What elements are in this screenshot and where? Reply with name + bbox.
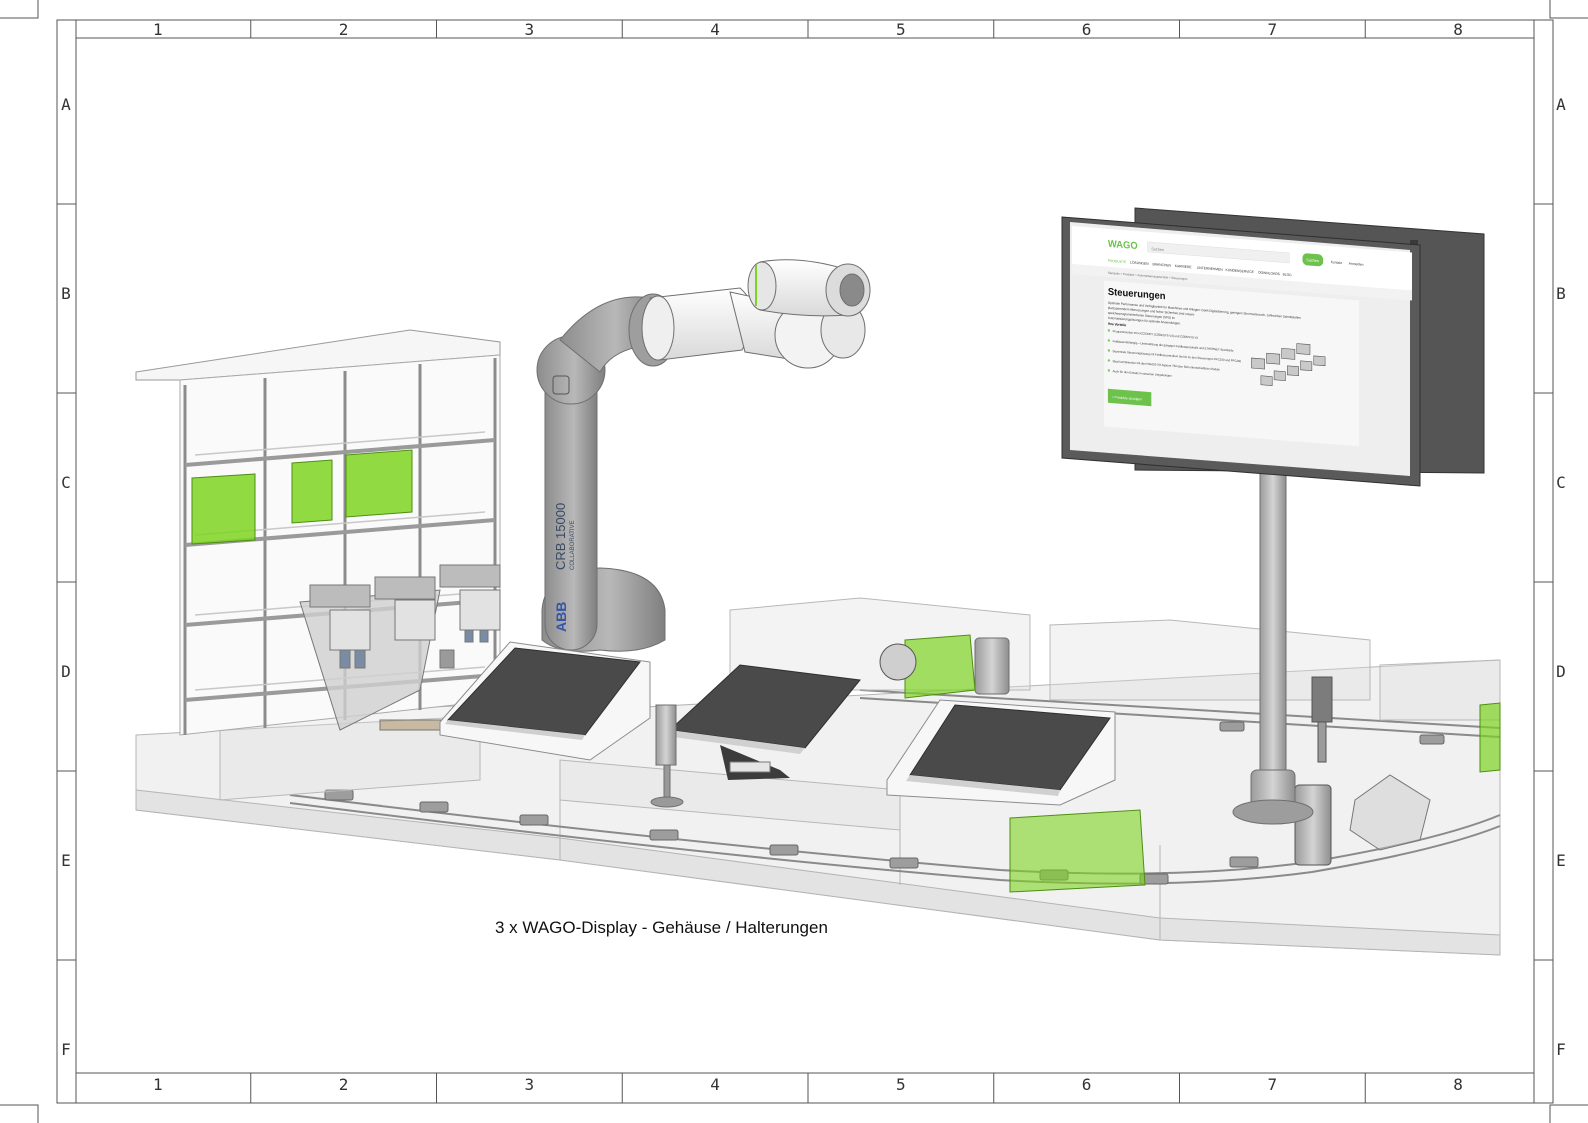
row-label-left-A: A: [61, 95, 71, 114]
nav-item: BRANCHEN: [1152, 262, 1171, 268]
column-label-top-1: 1: [153, 20, 163, 39]
row-label-left-B: B: [61, 284, 71, 303]
robot-subtitle-text: COLLABORATIVE: [570, 520, 576, 570]
drawing-caption: 3 x WAGO-Display - Gehäuse / Halterungen: [495, 918, 828, 937]
controller-product-image: [1251, 343, 1326, 386]
advantages-title: Ihre Vorteile: [1108, 322, 1126, 328]
gripper-station: [299, 564, 501, 731]
row-label-right-B: B: [1556, 284, 1566, 303]
search-button: Suchen: [1306, 257, 1319, 263]
nav-item: KARRIERE: [1175, 264, 1193, 269]
column-label-top-5: 5: [896, 20, 906, 39]
search-field: Suchen: [1151, 246, 1164, 252]
abb-logo: ABB: [553, 602, 569, 632]
row-label-right-F: F: [1556, 1040, 1566, 1059]
contact-link: Kontakt: [1331, 260, 1342, 265]
column-label-bottom-7: 7: [1268, 1075, 1278, 1094]
nav-item: UNTERNEHMEN: [1197, 266, 1223, 272]
row-dividers: [57, 203, 1553, 961]
green-storage-bins: [191, 449, 413, 545]
nav-item: LÖSUNGEN: [1130, 260, 1149, 266]
robot-arm-labels: CRB 15000 COLLABORATIVE: [553, 503, 576, 570]
column-label-top-4: 4: [710, 20, 720, 39]
column-label-top-7: 7: [1268, 20, 1278, 39]
bullet-marker: [1107, 329, 1110, 332]
row-label-right-C: C: [1556, 473, 1566, 492]
row-label-right-D: D: [1556, 662, 1566, 681]
row-label-left-F: F: [61, 1040, 71, 1059]
bullet-marker: [1107, 349, 1110, 352]
column-label-top-2: 2: [339, 20, 349, 39]
column-dividers: [250, 20, 1366, 1103]
nav-item: PRODUKTE: [1108, 259, 1127, 265]
monitor-website: WAGO Suchen Suchen Kontakt Anmelden PROD…: [1072, 226, 1412, 447]
breadcrumb: Startseite > Produkte > Automatisierungs…: [1108, 271, 1188, 281]
column-label-bottom-8: 8: [1453, 1075, 1463, 1094]
row-label-right-A: A: [1556, 95, 1566, 114]
wago-logo: WAGO: [1108, 239, 1138, 253]
nav-item: BLOG: [1283, 272, 1292, 277]
display-panel-1: [439, 641, 651, 761]
robot-arm: [536, 259, 871, 652]
row-label-left-E: E: [61, 851, 71, 870]
advantage-item: Programmierbar mit e!COCKPIT (CODESYS V3…: [1113, 329, 1199, 340]
row-label-left-D: D: [61, 662, 71, 681]
robot-model-text: CRB 15000: [553, 503, 568, 570]
row-label-left-C: C: [61, 473, 71, 492]
column-label-bottom-2: 2: [339, 1075, 349, 1094]
bullet-marker: [1107, 339, 1110, 342]
bullet-marker: [1107, 359, 1110, 362]
shelving-rack: [135, 329, 501, 736]
display-panel-3: [886, 699, 1116, 806]
column-label-top-6: 6: [1082, 20, 1092, 39]
column-label-bottom-3: 3: [525, 1075, 535, 1094]
page-heading: Steuerungen: [1108, 287, 1166, 303]
green-workpiece-carrier: [879, 634, 1501, 893]
advantage-item: Auch für den Einsatz in extremen Umgebun…: [1113, 369, 1173, 378]
column-label-bottom-1: 1: [153, 1075, 163, 1094]
login-link: Anmelden: [1349, 262, 1364, 267]
row-label-right-E: E: [1556, 851, 1566, 870]
cta-button: > Produkte anzeigen: [1112, 395, 1142, 401]
bullet-marker: [1107, 369, 1110, 372]
transparent-cube: [1349, 774, 1431, 851]
column-label-top-3: 3: [525, 20, 535, 39]
nav-item: DOWNLOADS: [1258, 270, 1280, 276]
column-label-bottom-5: 5: [896, 1075, 906, 1094]
monitor-stand: [1232, 469, 1314, 825]
intro-line-3: speicherprogrammierbaren Steuerungen (SP…: [1108, 311, 1176, 320]
intro-line-2: platzsparendem Abmessungen und hoher Sic…: [1108, 306, 1195, 317]
intro-line-4: Automatisierungslösungen für optimale An…: [1108, 316, 1181, 326]
support-posts: [650, 637, 1010, 808]
column-label-top-8: 8: [1453, 20, 1463, 39]
nav-item: KUNDENSERVICE: [1226, 268, 1255, 274]
display-panel-2: [666, 664, 861, 780]
column-label-bottom-4: 4: [710, 1075, 720, 1094]
column-label-bottom-6: 6: [1082, 1075, 1092, 1094]
